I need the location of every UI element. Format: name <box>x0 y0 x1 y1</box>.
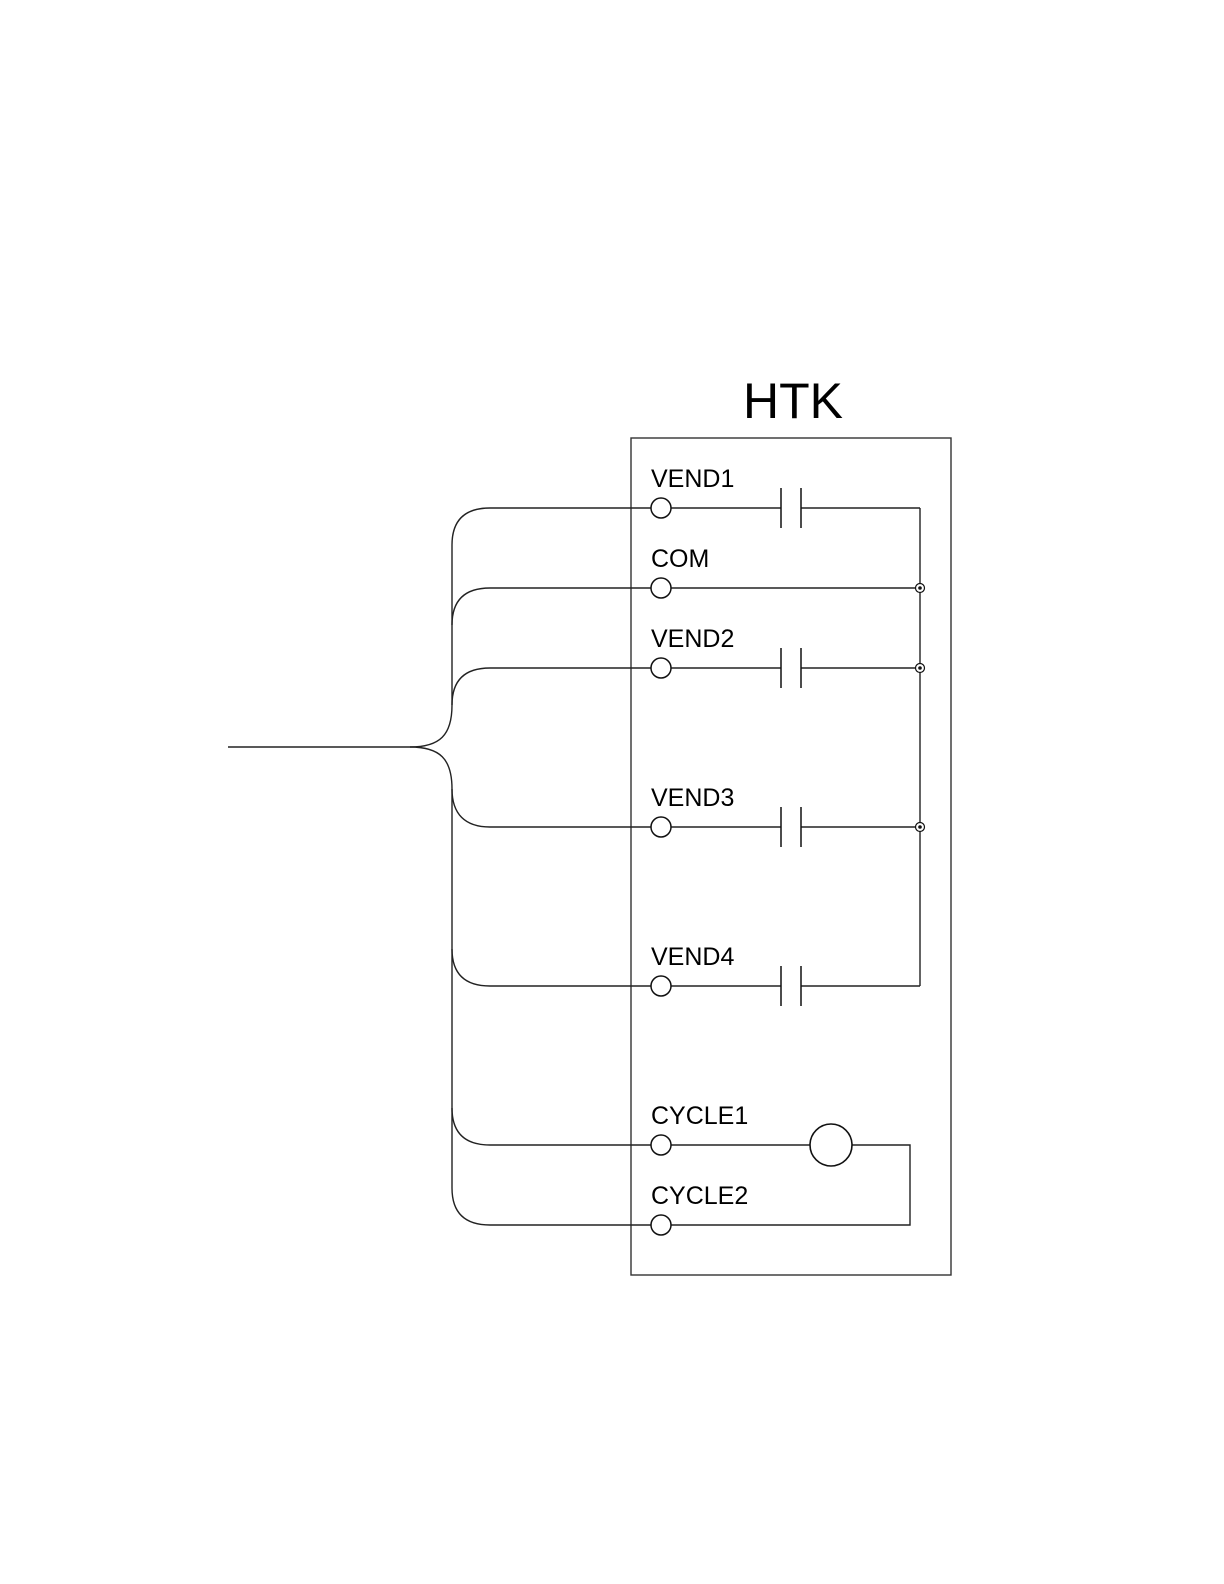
terminal-circle <box>651 658 671 678</box>
harness-split-upper <box>410 705 452 747</box>
terminal-label: VEND1 <box>651 465 734 493</box>
branch-wire-cycle1 <box>452 1108 651 1145</box>
junction-com <box>916 584 925 593</box>
terminal-vend3: VEND3 <box>651 784 734 837</box>
contact-vend1 <box>781 488 801 528</box>
wire-harness <box>228 508 651 1225</box>
terminal-cycle1: CYCLE1 <box>651 1102 748 1155</box>
terminal-label: VEND2 <box>651 625 734 653</box>
device-title: HTK <box>743 373 843 429</box>
terminal-label: CYCLE2 <box>651 1182 748 1210</box>
branch-wire-vend4 <box>452 949 651 986</box>
junction-vend3 <box>916 823 925 832</box>
cycle-coil <box>810 1124 852 1166</box>
terminal-label: VEND4 <box>651 943 734 971</box>
terminal-label: CYCLE1 <box>651 1102 748 1130</box>
terminal-circle <box>651 578 671 598</box>
contact-vend2 <box>781 648 801 688</box>
terminal-circle <box>651 1215 671 1235</box>
harness-split-lower <box>410 747 452 789</box>
contact-vend3 <box>781 807 801 847</box>
terminal-vend2: VEND2 <box>651 625 734 678</box>
terminal-vend4: VEND4 <box>651 943 734 996</box>
branch-wire-vend3 <box>452 789 651 827</box>
contact-vend4 <box>781 966 801 1006</box>
terminal-circle <box>651 976 671 996</box>
terminal-circle <box>651 1135 671 1155</box>
terminal-circle <box>651 817 671 837</box>
terminal-circle <box>651 498 671 518</box>
branch-wire-vend1 <box>452 508 651 545</box>
terminal-cycle2: CYCLE2 <box>651 1182 748 1235</box>
terminal-label: COM <box>651 545 709 573</box>
junction-vend2 <box>916 664 925 673</box>
terminal-com: COM <box>651 545 709 598</box>
branch-wire-cycle2 <box>452 1188 651 1225</box>
branch-wire-vend2 <box>452 668 651 705</box>
terminal-vend1: VEND1 <box>651 465 734 518</box>
branch-wire-com <box>452 588 651 625</box>
terminal-label: VEND3 <box>651 784 734 812</box>
